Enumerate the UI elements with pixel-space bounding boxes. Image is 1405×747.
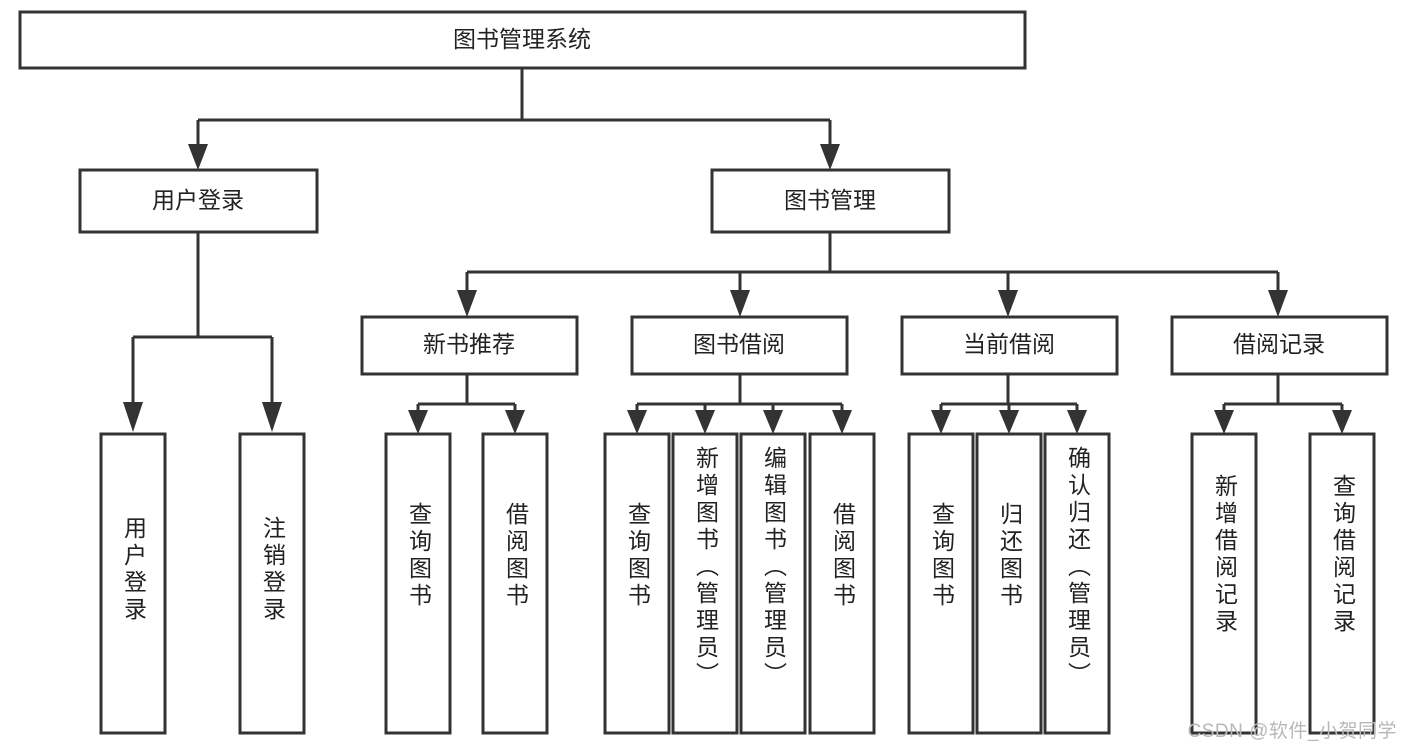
arrow-book-borrow (730, 290, 750, 317)
leaf-borrow-book-1-box[interactable] (481, 432, 549, 735)
arrow-leaf-edit-book (763, 410, 783, 434)
arrow-new-book-rec (457, 290, 477, 317)
leaf-query-book-2-box[interactable] (603, 432, 671, 735)
node-current-borrow[interactable]: 当前借阅 (900, 315, 1119, 376)
node-book-borrow[interactable]: 图书借阅 (630, 315, 849, 376)
arrow-leaf-confirm-return (1067, 410, 1087, 434)
node-root[interactable]: 图书管理系统 (18, 10, 1027, 70)
arrow-leaf-add-record (1214, 410, 1234, 434)
arrow-user-login (188, 144, 208, 170)
arrow-leaf-user-logout (262, 402, 282, 432)
leaf-borrow-book-2-box[interactable] (808, 432, 876, 735)
arrow-leaf-query-book-1 (408, 410, 428, 434)
arrow-leaf-user-login (123, 402, 143, 432)
csdn-watermark: CSDN @软件_小贺同学 (1187, 721, 1397, 742)
node-new-book-rec[interactable]: 新书推荐 (360, 315, 579, 376)
arrow-borrow-record (1268, 290, 1288, 317)
node-book-manage-label: 图书管理 (784, 187, 876, 213)
node-new-book-rec-box[interactable] (360, 315, 579, 376)
arrow-leaf-query-book-2 (627, 410, 647, 434)
leaf-query-book-1-box[interactable] (384, 432, 452, 735)
node-user-login-label: 用户登录 (152, 187, 244, 213)
node-root-box[interactable] (18, 10, 1027, 70)
node-user-login-box[interactable] (78, 168, 319, 234)
arrow-leaf-query-record (1332, 410, 1352, 434)
arrow-current-borrow (998, 290, 1018, 317)
node-book-manage-box[interactable] (710, 168, 951, 234)
leaf-add-book-box[interactable] (671, 432, 739, 735)
connector-group (123, 68, 1352, 434)
node-user-login[interactable]: 用户登录 (78, 168, 319, 234)
node-book-manage[interactable]: 图书管理 (710, 168, 951, 234)
arrow-book-manage (820, 144, 840, 170)
node-current-borrow-box[interactable] (900, 315, 1119, 376)
arrow-leaf-query-book-3 (931, 410, 951, 434)
node-borrow-record[interactable]: 借阅记录 (1170, 315, 1389, 376)
node-borrow-record-box[interactable] (1170, 315, 1389, 376)
leaf-query-record-box[interactable] (1308, 432, 1376, 735)
node-current-borrow-label: 当前借阅 (963, 331, 1055, 357)
node-root-label: 图书管理系统 (453, 26, 591, 52)
arrow-leaf-borrow-book-1 (505, 410, 525, 434)
leaf-edit-book-box[interactable] (739, 432, 807, 735)
node-book-borrow-label: 图书借阅 (693, 331, 785, 357)
arrow-leaf-return-book (999, 410, 1019, 434)
leaf-user-login-box[interactable] (99, 432, 167, 735)
leaf-query-book-3-box[interactable] (907, 432, 975, 735)
leaf-confirm-return-box[interactable] (1043, 432, 1111, 735)
arrow-leaf-borrow-book-2 (832, 410, 852, 434)
node-book-borrow-box[interactable] (630, 315, 849, 376)
leaf-user-logout-box[interactable] (238, 432, 306, 735)
leaf-add-record-box[interactable] (1190, 432, 1258, 735)
node-borrow-record-label: 借阅记录 (1233, 331, 1325, 357)
arrow-leaf-add-book (695, 410, 715, 434)
leaf-return-book-box[interactable] (975, 432, 1043, 735)
node-new-book-rec-label: 新书推荐 (423, 331, 515, 357)
leaf-boxes (99, 432, 1376, 735)
